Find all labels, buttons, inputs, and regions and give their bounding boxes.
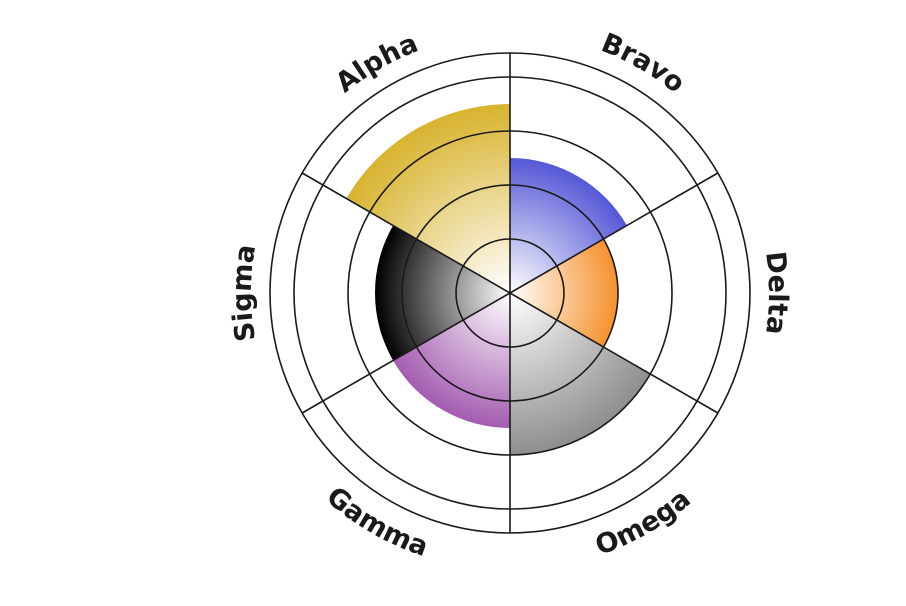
spoke-4 [301, 292, 511, 414]
sector-bravo [510, 158, 627, 293]
sectors-layer [346, 103, 651, 455]
label-text-bravo: Bravo [597, 28, 691, 100]
grid-layer [269, 52, 751, 534]
label-delta: Delta [759, 250, 793, 337]
spoke-5 [301, 172, 511, 294]
label-omega: Omega [591, 483, 696, 561]
label-alpha: Alpha [330, 28, 422, 99]
spoke-2 [509, 292, 719, 414]
label-text-sigma: Sigma [227, 242, 262, 343]
sector-gamma [393, 293, 510, 428]
label-sigma: Sigma [227, 242, 262, 343]
label-text-delta: Delta [759, 250, 793, 337]
label-bravo: Bravo [597, 28, 691, 100]
sector-sigma [375, 225, 510, 361]
label-text-omega: Omega [591, 483, 696, 561]
label-text-alpha: Alpha [330, 28, 422, 99]
sector-alpha [346, 103, 510, 293]
spoke-1 [509, 172, 719, 294]
